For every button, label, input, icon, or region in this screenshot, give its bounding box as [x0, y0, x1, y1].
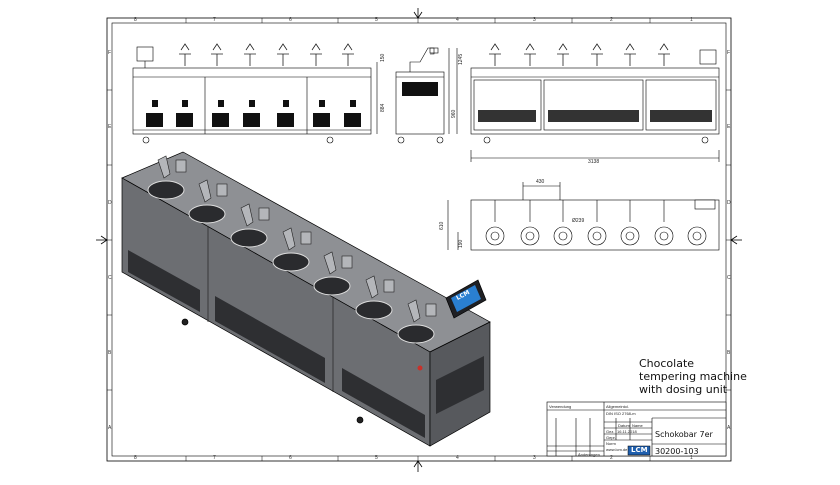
zone-col-top-7: 2	[610, 17, 613, 23]
tb-col-name: Name	[632, 423, 643, 428]
zone-col-bottom-1: 8	[134, 455, 137, 461]
drawing-title: Chocolate tempering machine with dosing …	[639, 357, 747, 396]
zone-col-bottom-4: 5	[375, 455, 378, 461]
isometric-view	[121, 151, 491, 447]
tb-aenderung: Änderungen	[578, 452, 600, 457]
iso-dosing-units	[157, 155, 437, 323]
lcm-logo-bg	[627, 445, 651, 456]
title-line-1: Chocolate	[639, 357, 695, 370]
drawing-name: Schokobar 7er	[655, 430, 713, 439]
title-line-3: with dosing unit	[639, 383, 728, 396]
zone-row-left-2: E	[108, 124, 112, 130]
zone-col-top-4: 5	[375, 17, 378, 23]
dim-top-pitch: 430	[536, 179, 545, 185]
tb-verwendung: Verwendung	[549, 404, 572, 409]
title-line-2: tempering machine	[639, 370, 747, 383]
zone-row-right-2: E	[727, 124, 731, 130]
zone-row-left-1: F	[108, 50, 112, 56]
tb-col-datum: Datum	[618, 423, 630, 428]
side-view	[376, 47, 458, 144]
dim-side-h2: 960	[451, 109, 457, 118]
zone-col-bottom-7: 2	[610, 455, 613, 461]
tb-website: www.lcm.de	[606, 447, 628, 452]
dim-front-h-total: 884	[380, 103, 386, 112]
zone-row-right-6: A	[727, 425, 731, 431]
tb-logo: LCM	[631, 446, 648, 454]
inner-border	[111, 22, 727, 457]
zone-row-right-5: B	[727, 350, 731, 356]
tb-datum-value: 16.11.2018	[617, 429, 637, 434]
zone-col-bottom-5: 4	[456, 455, 459, 461]
outer-border	[106, 17, 732, 462]
zone-col-top-3: 6	[289, 17, 292, 23]
tb-row-norm: Norm	[606, 441, 616, 446]
zone-ticks	[107, 18, 731, 461]
zone-col-top-2: 7	[213, 17, 216, 23]
centering-marks	[96, 8, 742, 472]
iso-vents	[128, 250, 484, 438]
tb-row-gez: Gez.	[606, 429, 615, 434]
zone-col-bottom-2: 7	[213, 455, 216, 461]
zone-row-left-6: A	[108, 425, 112, 431]
zone-col-bottom-8: 1	[690, 455, 693, 461]
iso-bowls	[147, 180, 435, 344]
dim-bowl-dia: Ø239	[572, 218, 585, 224]
top-view-bowls	[485, 226, 707, 246]
top-view	[447, 182, 720, 251]
zone-col-top-5: 4	[456, 17, 459, 23]
dim-top-offset: 190	[458, 239, 464, 248]
zone-row-right-4: C	[727, 275, 731, 281]
back-view	[470, 43, 720, 162]
control-screen	[445, 279, 487, 319]
zone-col-bottom-3: 6	[289, 455, 292, 461]
front-view	[132, 43, 372, 144]
tb-allgemein-value: DIN ISO 2768-m	[606, 411, 636, 416]
zone-row-left-4: C	[108, 275, 112, 281]
dim-back-width: 3138	[588, 159, 600, 165]
drawing-number: 30200-103	[655, 447, 699, 456]
tb-allgemein-label: Allgemeintol.	[606, 404, 629, 409]
dim-top-depth: 610	[439, 221, 445, 230]
zone-row-left-3: D	[108, 200, 112, 206]
zone-row-right-3: D	[727, 200, 731, 206]
zone-col-top-8: 1	[690, 17, 693, 23]
zone-row-left-5: B	[108, 350, 112, 356]
zone-row-right-1: F	[727, 50, 731, 56]
dim-side-h1: 1245	[458, 53, 464, 65]
tb-row-gepr: Gepr.	[606, 435, 616, 440]
zone-col-top-1: 8	[134, 17, 137, 23]
zone-col-top-6: 3	[533, 17, 536, 23]
zone-col-bottom-6: 3	[533, 455, 536, 461]
dim-front-h-top: 150	[380, 53, 386, 62]
